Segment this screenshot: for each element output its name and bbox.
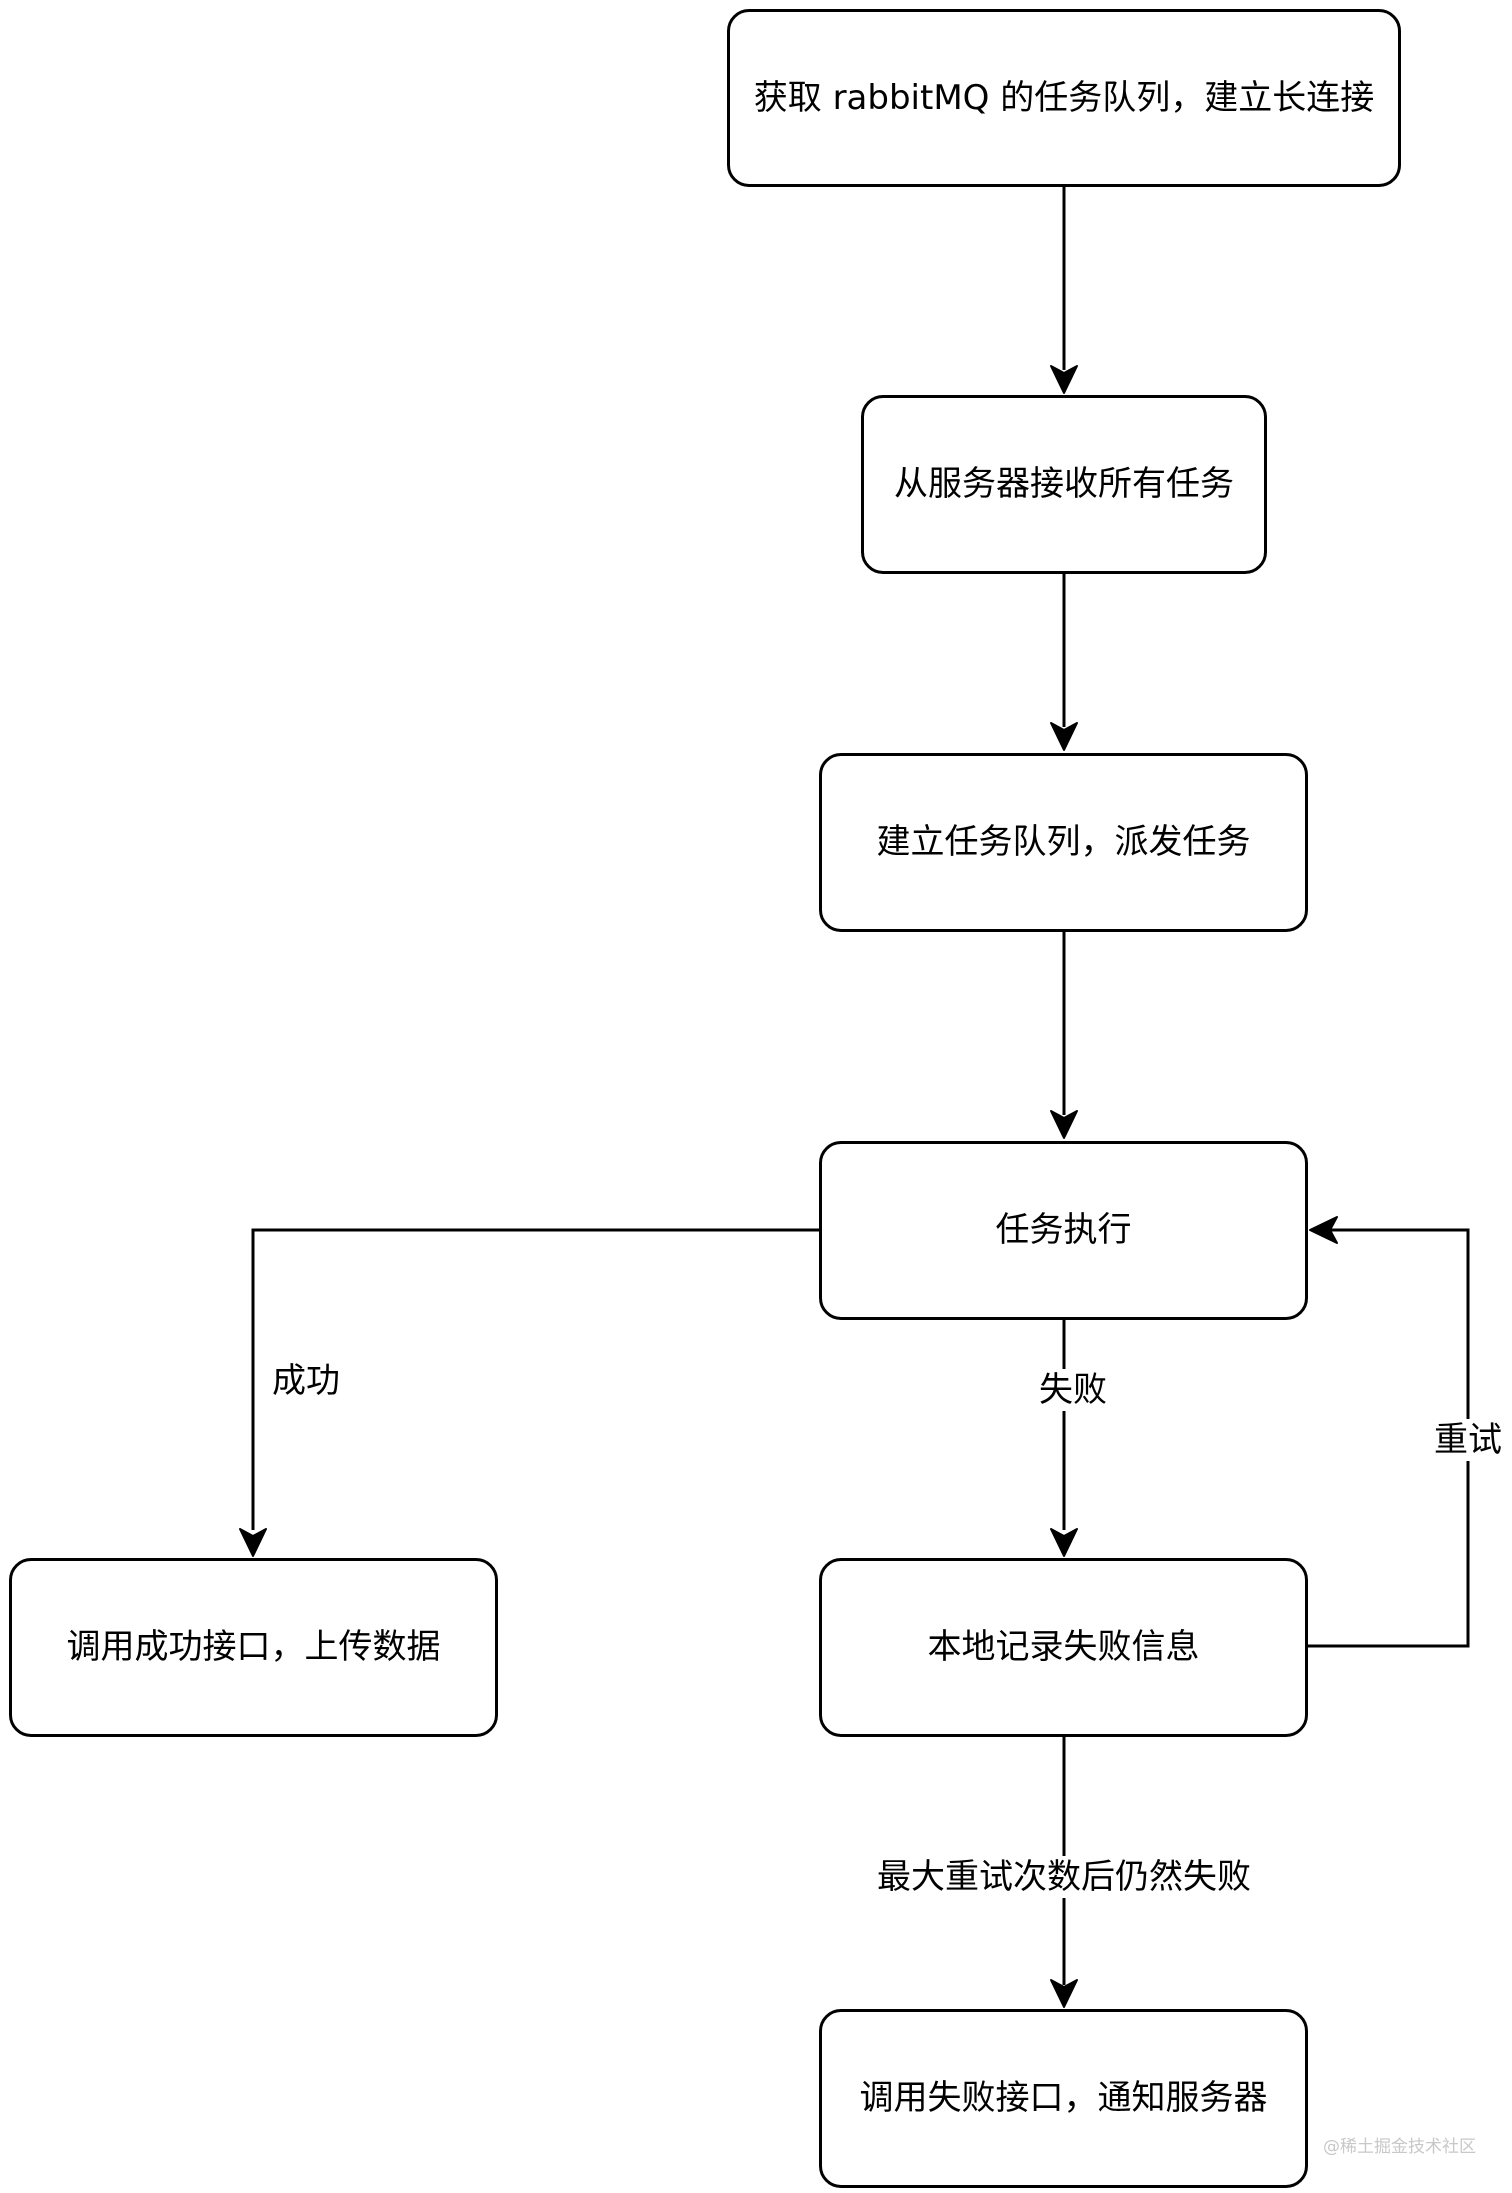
node-get-queue: 获取 rabbitMQ 的任务队列，建立长连接 <box>727 9 1401 187</box>
arrowhead-icon <box>1050 365 1078 394</box>
edge-label-max-retry-failed: 最大重试次数后仍然失败 <box>871 1856 1257 1898</box>
edge-execute-to-success <box>251 1228 820 1530</box>
arrowhead-icon <box>1050 1110 1078 1139</box>
node-fail-api: 调用失败接口，通知服务器 <box>819 2009 1308 2188</box>
edge-label-success: 成功 <box>272 1361 340 1401</box>
arrowhead-icon <box>1309 1216 1338 1244</box>
watermark: @稀土掘金技术社区 <box>1323 2137 1476 2157</box>
node-receive-tasks: 从服务器接收所有任务 <box>861 395 1267 574</box>
arrowhead-icon <box>239 1528 267 1557</box>
node-build-queue: 建立任务队列，派发任务 <box>819 753 1308 932</box>
node-record-failure: 本地记录失败信息 <box>819 1558 1308 1737</box>
arrowhead-icon <box>1050 722 1078 751</box>
edge-label-retry: 重试 <box>1428 1419 1508 1461</box>
node-success-api: 调用成功接口，上传数据 <box>9 1558 498 1737</box>
node-execute: 任务执行 <box>819 1141 1308 1320</box>
arrowhead-icon <box>1050 1528 1078 1557</box>
arrowhead-icon <box>1050 1979 1078 2008</box>
edge-label-failure: 失败 <box>1033 1369 1113 1411</box>
